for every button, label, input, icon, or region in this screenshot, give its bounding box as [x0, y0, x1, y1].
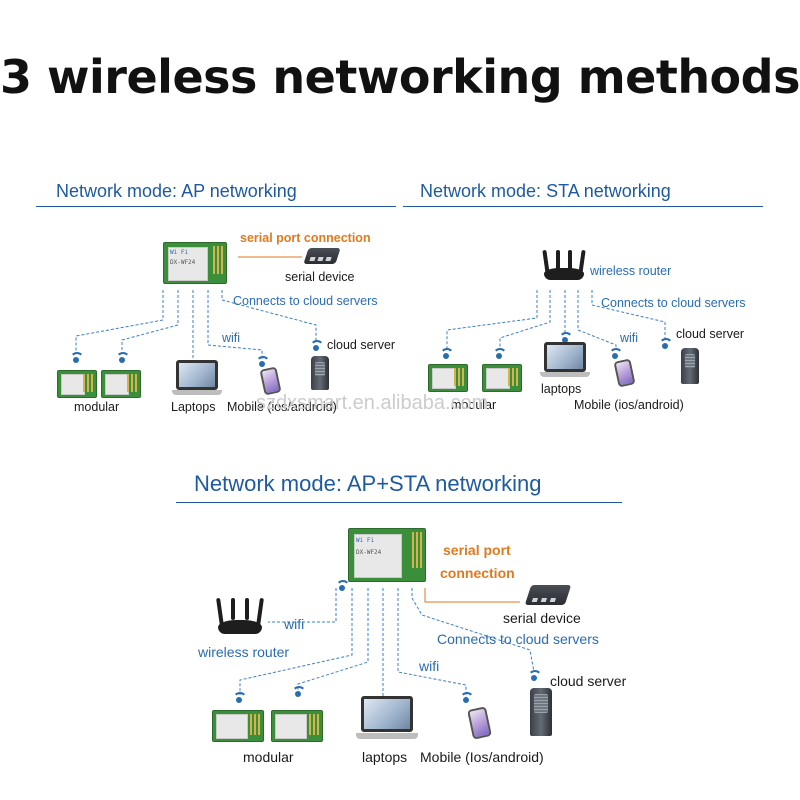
ap-modular-label: modular	[74, 400, 120, 414]
sta-module-1	[428, 364, 468, 392]
ap-laptops-label: Laptops	[171, 400, 216, 414]
apsta-connection-label: connection	[440, 565, 515, 581]
apsta-serial-device-icon	[524, 585, 572, 605]
apsta-module-2	[271, 710, 323, 742]
sta-modular-label: modular	[451, 398, 497, 412]
sta-laptop-icon	[540, 342, 590, 382]
module-model-label: DX-WF24	[170, 259, 196, 266]
apsta-laptop-icon	[356, 696, 418, 744]
module-brand-label: Wi Fi	[356, 537, 375, 544]
ap-center-module: Wi Fi DX-WF24	[163, 242, 227, 284]
apsta-heading-prefix: Network mode:	[194, 471, 342, 496]
apsta-wireless-router-label: wireless router	[198, 644, 290, 660]
sta-section-heading: Network mode: STA networking	[420, 181, 671, 202]
apsta-center-module: Wi Fi DX-WF24	[348, 528, 426, 582]
ap-heading-prefix: Network mode:	[56, 181, 178, 201]
sta-server-icon	[681, 348, 699, 384]
ap-heading-mode: AP networking	[181, 181, 297, 201]
ap-serial-port-connection-label: serial port connection	[240, 231, 371, 245]
sta-heading-prefix: Network mode:	[420, 181, 542, 201]
wifi-icon	[440, 348, 454, 359]
wifi-icon	[336, 580, 350, 591]
ap-connects-cloud-label: Connects to cloud servers	[233, 294, 378, 308]
sta-wifi-label: wifi	[620, 331, 639, 345]
apsta-section-heading: Network mode: AP+STA networking	[194, 471, 542, 497]
apsta-server-icon	[530, 688, 552, 736]
ap-wifi-label: wifi	[222, 331, 241, 345]
apsta-mobile-label: Mobile (Ios/android)	[420, 749, 544, 765]
ap-serial-device-icon	[303, 248, 341, 264]
module-brand-label: Wi Fi	[170, 249, 189, 256]
wifi-icon	[659, 338, 673, 349]
apsta-wifi-label: wifi	[419, 658, 440, 674]
sta-wireless-router-label: wireless router	[590, 264, 672, 278]
ap-server-icon	[311, 356, 329, 390]
apsta-heading-mode: AP+STA networking	[346, 471, 542, 496]
ap-cloud-server-label: cloud server	[327, 338, 396, 352]
sta-heading-mode: STA networking	[546, 181, 671, 201]
wifi-icon	[116, 352, 130, 363]
wifi-icon	[559, 332, 573, 343]
wifi-icon	[493, 348, 507, 359]
wifi-icon	[292, 686, 306, 697]
apsta-heading-rule	[176, 502, 622, 503]
watermark: szdxsmart.en.alibaba.com	[256, 392, 489, 414]
apsta-connects-cloud-label: Connects to cloud servers	[437, 631, 599, 647]
apsta-router-icon	[216, 597, 264, 638]
ap-section-heading: Network mode: AP networking	[56, 181, 297, 202]
apsta-laptops-label: laptops	[362, 749, 408, 765]
apsta-wifi-router-link-label: wifi	[284, 616, 305, 632]
sta-router-icon	[542, 249, 586, 286]
apsta-modular-label: modular	[243, 749, 294, 765]
ap-laptop-icon	[172, 360, 222, 400]
sta-mobile-label: Mobile (ios/android)	[574, 398, 684, 412]
wifi-icon	[256, 356, 270, 367]
wifi-icon	[609, 348, 623, 359]
apsta-serial-port-label: serial port	[443, 542, 511, 558]
ap-heading-rule	[36, 206, 396, 207]
apsta-cloud-server-label: cloud server	[550, 673, 627, 689]
sta-laptops-label: laptops	[541, 382, 582, 396]
apsta-serial-device-label: serial device	[503, 610, 581, 626]
page-title: 3 wireless networking methods	[0, 50, 800, 104]
sta-heading-rule	[403, 206, 763, 207]
wifi-icon	[310, 340, 324, 351]
sta-connects-cloud-label: Connects to cloud servers	[601, 296, 746, 310]
wifi-icon	[70, 352, 84, 363]
wifi-icon	[528, 670, 542, 681]
ap-module-2	[101, 370, 141, 398]
sta-module-2	[482, 364, 522, 392]
ap-serial-device-label: serial device	[285, 270, 355, 284]
wifi-icon	[460, 692, 474, 703]
ap-module-1	[57, 370, 97, 398]
apsta-module-1	[212, 710, 264, 742]
wifi-icon	[233, 692, 247, 703]
sta-cloud-server-label: cloud server	[676, 327, 745, 341]
module-model-label: DX-WF24	[356, 549, 382, 556]
ap-mobile-label: Mobile (ios/android)	[227, 400, 337, 414]
